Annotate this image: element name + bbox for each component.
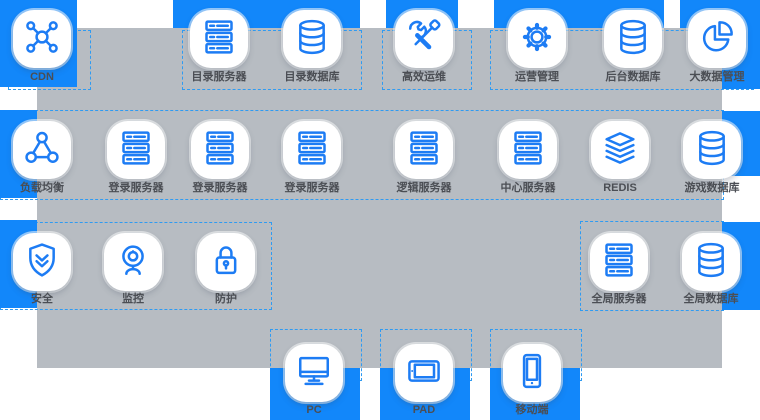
node-label: 移动端 xyxy=(515,404,549,416)
node-dir-db[interactable]: 目录数据库 xyxy=(283,10,341,83)
gear-icon xyxy=(517,17,557,62)
node-label: 全局服务器 xyxy=(591,293,647,305)
node-game-db[interactable]: 游戏数据库 xyxy=(683,121,741,194)
node-tile xyxy=(190,10,248,68)
database-icon xyxy=(613,17,653,62)
server-icon xyxy=(199,17,239,62)
node-backend-db[interactable]: 后台数据库 xyxy=(604,10,662,83)
group-directory xyxy=(182,30,362,90)
node-tile xyxy=(197,233,255,291)
node-label: 安全 xyxy=(31,293,53,305)
node-tile xyxy=(283,10,341,68)
node-security[interactable]: 安全 xyxy=(13,233,71,305)
node-efficient-ops[interactable]: 高效运维 xyxy=(395,10,453,83)
tablet-icon xyxy=(404,351,444,396)
canvas-background xyxy=(37,28,722,368)
node-tile xyxy=(503,344,561,402)
node-global-db[interactable]: 全局数据库 xyxy=(682,233,740,305)
shield-icon xyxy=(22,240,62,285)
node-tile xyxy=(688,10,746,68)
node-cdn[interactable]: CDN xyxy=(13,10,71,83)
node-login-server-3[interactable]: 登录服务器 xyxy=(283,121,341,194)
node-label: 中心服务器 xyxy=(500,182,556,194)
node-label: 目录服务器 xyxy=(191,71,247,83)
server-icon xyxy=(599,240,639,285)
node-label: 后台数据库 xyxy=(605,71,661,83)
node-label: 目录数据库 xyxy=(284,71,340,83)
node-tile xyxy=(104,233,162,291)
node-tile xyxy=(13,10,71,68)
node-tile xyxy=(499,121,557,179)
node-logic-server[interactable]: 逻辑服务器 xyxy=(395,121,453,194)
node-label: 高效运维 xyxy=(402,71,446,83)
lock-icon xyxy=(206,240,246,285)
loadbalancer-icon xyxy=(22,128,62,173)
node-ops-mgmt[interactable]: 运营管理 xyxy=(508,10,566,83)
node-tile xyxy=(13,233,71,291)
layers-icon xyxy=(600,128,640,173)
monitor-icon xyxy=(294,351,334,396)
node-label: 负载均衡 xyxy=(20,182,64,194)
node-label: PC xyxy=(306,404,322,416)
node-tile xyxy=(283,121,341,179)
node-pad[interactable]: PAD xyxy=(395,344,453,416)
node-load-balancer[interactable]: 负载均衡 xyxy=(13,121,71,194)
node-global-server[interactable]: 全局服务器 xyxy=(590,233,648,305)
node-tile xyxy=(191,121,249,179)
server-icon xyxy=(404,128,444,173)
node-label: 全局数据库 xyxy=(683,293,739,305)
node-tile xyxy=(395,121,453,179)
network-icon xyxy=(22,17,62,62)
node-label: 逻辑服务器 xyxy=(396,182,452,194)
node-label: 登录服务器 xyxy=(284,182,340,194)
node-monitoring[interactable]: 监控 xyxy=(104,233,162,305)
node-label: REDIS xyxy=(603,182,637,194)
node-label: PAD xyxy=(412,404,436,416)
node-tile xyxy=(682,233,740,291)
pie-icon xyxy=(697,17,737,62)
node-center-server[interactable]: 中心服务器 xyxy=(499,121,557,194)
node-label: 大数据管理 xyxy=(689,71,745,83)
node-label: 登录服务器 xyxy=(192,182,248,194)
node-label: CDN xyxy=(30,71,54,83)
node-tile xyxy=(591,121,649,179)
node-label: 监控 xyxy=(122,293,144,305)
node-tile xyxy=(604,10,662,68)
database-icon xyxy=(292,17,332,62)
database-icon xyxy=(692,128,732,173)
node-login-server-1[interactable]: 登录服务器 xyxy=(107,121,165,194)
node-tile xyxy=(395,344,453,402)
node-bigdata-mgmt[interactable]: 大数据管理 xyxy=(688,10,746,83)
node-redis[interactable]: REDIS xyxy=(591,121,649,194)
webcam-icon xyxy=(113,240,153,285)
node-label: 运营管理 xyxy=(515,71,559,83)
server-icon xyxy=(292,128,332,173)
node-tile xyxy=(285,344,343,402)
node-tile xyxy=(395,10,453,68)
node-protection[interactable]: 防护 xyxy=(197,233,255,305)
node-tile xyxy=(590,233,648,291)
node-tile xyxy=(683,121,741,179)
database-icon xyxy=(691,240,731,285)
server-icon xyxy=(508,128,548,173)
node-mobile[interactable]: 移动端 xyxy=(503,344,561,416)
server-icon xyxy=(116,128,156,173)
node-tile xyxy=(13,121,71,179)
phone-icon xyxy=(512,351,552,396)
node-dir-server[interactable]: 目录服务器 xyxy=(190,10,248,83)
node-label: 游戏数据库 xyxy=(684,182,740,194)
node-pc[interactable]: PC xyxy=(285,344,343,416)
node-label: 防护 xyxy=(215,293,237,305)
node-tile xyxy=(508,10,566,68)
node-label: 登录服务器 xyxy=(108,182,164,194)
node-login-server-2[interactable]: 登录服务器 xyxy=(191,121,249,194)
server-icon xyxy=(200,128,240,173)
tools-icon xyxy=(404,17,444,62)
node-tile xyxy=(107,121,165,179)
